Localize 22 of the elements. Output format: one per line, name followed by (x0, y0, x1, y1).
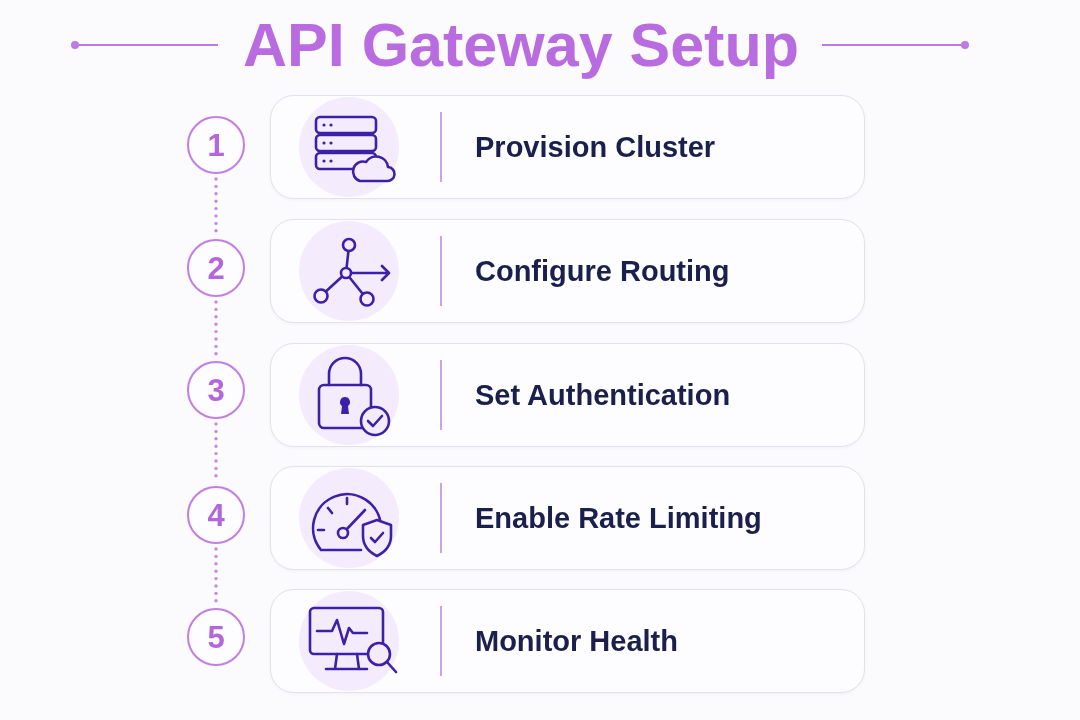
step-card (270, 589, 865, 693)
step-label: Configure Routing (475, 253, 730, 289)
step-number-circle (187, 239, 245, 297)
step-label: Provision Cluster (475, 129, 716, 165)
step-number-circle (187, 361, 245, 419)
step-number: 2 (207, 252, 225, 284)
step-number: 3 (207, 374, 225, 406)
dotted-connector (214, 547, 218, 605)
step-number-circle (187, 116, 245, 174)
step-label: Monitor Health (475, 623, 678, 659)
step-number: 5 (207, 621, 225, 653)
step-number-circle (187, 608, 245, 666)
step-label: Set Authentication (475, 377, 731, 413)
step-label: Enable Rate Limiting (475, 500, 762, 536)
step-card (270, 466, 865, 570)
dotted-connector (214, 300, 218, 358)
step-number: 1 (207, 129, 225, 161)
step-card (270, 343, 865, 447)
step-card (270, 219, 865, 323)
step-card (270, 95, 865, 199)
step-number: 4 (207, 499, 225, 531)
step-number-circle (187, 486, 245, 544)
